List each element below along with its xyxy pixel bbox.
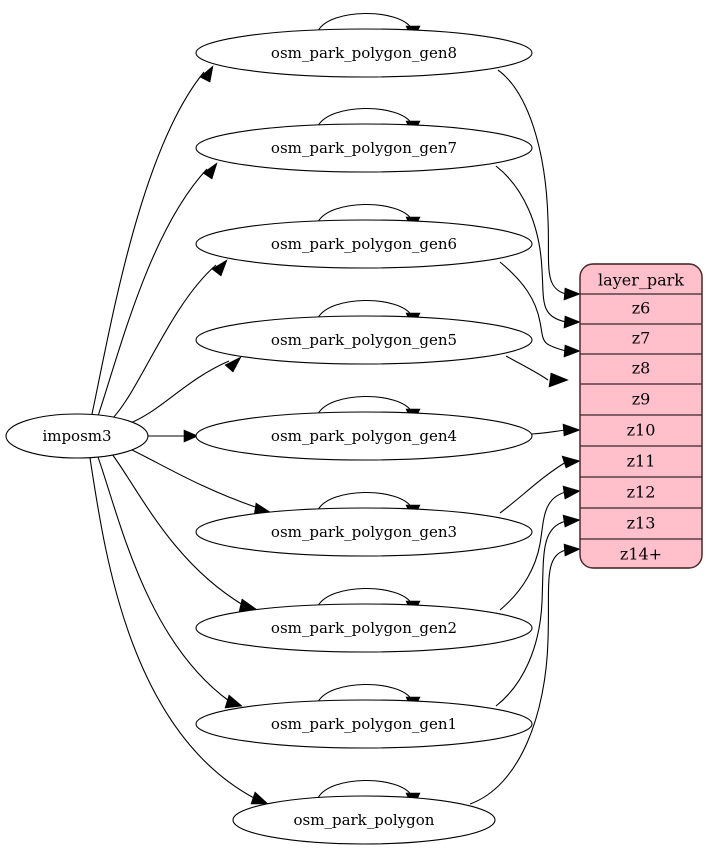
self-loop-gen2	[317, 588, 413, 607]
arrowhead-gen1-in	[224, 694, 243, 709]
arrowhead-z9-in	[548, 372, 569, 388]
edge-imposm3-to-gen3	[129, 448, 259, 509]
node-gen7[interactable]: osm_park_polygon_gen7	[195, 123, 533, 173]
arrowhead-gen8-in	[199, 65, 214, 83]
arrowhead-gen4-in	[183, 429, 199, 443]
node-label-gen4: osm_park_polygon_gen4	[271, 427, 457, 445]
node-shape-gen7[interactable]	[195, 123, 533, 173]
self-loop-base	[317, 780, 413, 799]
table-row-z14plus[interactable]: z14+	[580, 538, 702, 564]
arrowhead-base-in	[250, 791, 269, 805]
edge-gen7-to-z7	[495, 165, 567, 323]
table-row-z10[interactable]: z10	[580, 414, 702, 440]
arrowhead-z12-in	[562, 485, 581, 500]
node-shape-gen3[interactable]	[195, 507, 533, 557]
table-row-label-z14plus: z14+	[620, 545, 662, 564]
node-gen6[interactable]: osm_park_polygon_gen6	[195, 219, 533, 269]
node-shape-gen4[interactable]	[195, 411, 533, 461]
node-gen3[interactable]: osm_park_polygon_gen3	[195, 507, 533, 557]
edge-imposm3-to-gen6	[111, 264, 217, 420]
node-label-osm-park-polygon: osm_park_polygon	[294, 811, 435, 829]
table-border-overlay	[579, 263, 703, 569]
node-label-gen3: osm_park_polygon_gen3	[271, 523, 457, 541]
node-label-gen6: osm_park_polygon_gen6	[271, 235, 457, 253]
table-row-label-z9: z9	[632, 390, 651, 409]
edge-gen2-to-z12	[499, 491, 567, 611]
node-gen2[interactable]: osm_park_polygon_gen2	[195, 603, 533, 653]
table-row-label-z7: z7	[632, 329, 651, 348]
arrowhead-gen7-in	[202, 162, 218, 180]
table-title-layer-park: layer_park	[598, 271, 684, 290]
node-label-imposm3: imposm3	[42, 427, 111, 445]
node-label-gen5: osm_park_polygon_gen5	[271, 331, 457, 349]
edge-gen4-to-z10	[531, 429, 567, 435]
edge-gen1-to-z13	[495, 520, 567, 707]
node-imposm3[interactable]: imposm3	[5, 413, 149, 459]
arrowhead-z14plus-in	[563, 543, 581, 557]
arrowhead-z10-in	[562, 423, 581, 437]
node-shape-imposm3[interactable]	[5, 413, 149, 459]
table-row-label-z10: z10	[627, 421, 656, 440]
node-shape-gen2[interactable]	[195, 603, 533, 653]
edge-gen8-to-z6	[497, 69, 567, 295]
edge-base-to-z14plus	[469, 549, 567, 805]
edge-imposm3-to-gen8	[91, 71, 205, 415]
edge-gen3-to-z11	[499, 461, 567, 514]
node-label-gen7: osm_park_polygon_gen7	[271, 139, 457, 157]
self-loop-gen7	[317, 108, 413, 127]
table-row-z9[interactable]: z9	[580, 383, 702, 409]
edge-gen5-to-z9	[505, 355, 549, 381]
edges-nodes-to-table	[469, 69, 581, 805]
arrowhead-gen5-in	[224, 356, 242, 373]
self-loop-gen8	[317, 13, 413, 32]
edge-gen6-to-z8	[499, 261, 567, 352]
table-row-z13[interactable]: z13	[580, 507, 702, 533]
arrowhead-gen6-in	[211, 259, 228, 277]
node-gen5[interactable]: osm_park_polygon_gen5	[195, 315, 533, 365]
table-row-label-z13: z13	[627, 514, 656, 533]
node-gen1[interactable]: osm_park_polygon_gen1	[195, 699, 533, 749]
table-row-label-z11: z11	[627, 452, 656, 471]
edge-imposm3-to-gen1	[97, 456, 230, 702]
node-osm-park-polygon[interactable]: osm_park_polygon	[232, 795, 496, 845]
edge-imposm3-to-gen5	[127, 360, 230, 425]
node-shape-gen8[interactable]	[195, 28, 533, 78]
table-row-z8[interactable]: z8	[580, 353, 702, 378]
node-label-gen2: osm_park_polygon_gen2	[271, 619, 457, 637]
arrowhead-z11-in	[561, 455, 581, 469]
node-label-gen1: osm_park_polygon_gen1	[271, 715, 457, 733]
edges-imposm3-to-nodes	[89, 65, 271, 805]
edge-imposm3-to-gen2	[111, 453, 244, 606]
self-loop-gen4	[317, 396, 413, 415]
self-loop-gen1	[317, 684, 413, 703]
table-row-label-z12: z12	[627, 483, 656, 502]
node-shape-gen5[interactable]	[195, 315, 533, 365]
arrowhead-z13-in	[562, 514, 581, 528]
table-row-label-z8: z8	[632, 359, 651, 378]
node-gen8[interactable]: osm_park_polygon_gen8	[195, 28, 533, 78]
self-loop-gen5	[317, 300, 413, 319]
edge-imposm3-to-base	[89, 457, 255, 799]
node-shape-gen1[interactable]	[195, 699, 533, 749]
table-row-z6[interactable]: z6	[580, 293, 702, 318]
table-row-z7[interactable]: z7	[580, 323, 702, 348]
arrowhead-z6-in	[563, 287, 581, 301]
layer-park-table[interactable]: layer_park z6 z7 z8 z9 z10	[579, 263, 703, 569]
node-gen4[interactable]: osm_park_polygon_gen4	[195, 411, 533, 461]
table-row-z11[interactable]: z11	[580, 445, 702, 471]
table-row-z12[interactable]: z12	[580, 476, 702, 502]
table-row-label-z6: z6	[632, 299, 651, 318]
arrowhead-z7-in	[563, 315, 581, 329]
arrowhead-z8-in	[563, 344, 581, 358]
node-shape-gen6[interactable]	[195, 219, 533, 269]
node-label-gen8: osm_park_polygon_gen8	[271, 44, 457, 62]
self-loop-gen6	[317, 204, 413, 223]
node-shape-osm-park-polygon[interactable]	[232, 795, 496, 845]
self-loop-gen3	[317, 492, 413, 511]
edge-imposm3-to-gen7	[97, 168, 208, 417]
